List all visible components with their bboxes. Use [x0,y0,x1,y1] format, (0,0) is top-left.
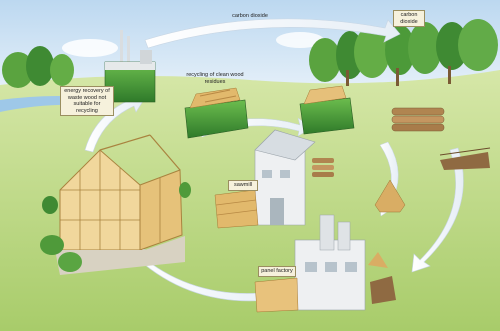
label-recycling: recycling of clean wood residues [186,72,244,85]
label-carbon-dioxide-right: carbon dioxide [393,10,425,27]
cloud [276,32,324,48]
timber-stack [214,189,259,229]
recycling-container [184,87,249,139]
label-carbon-dioxide-top: carbon dioxide [232,13,268,19]
panel-factory-building [294,214,366,311]
panel-stack [254,277,299,313]
brushwood-pile [439,147,491,170]
wood-pile-factory [368,252,396,304]
forest-left [2,46,74,88]
bushes [40,182,191,272]
wood-bundle [374,179,406,213]
cloud [62,39,118,57]
timber-frame-house [55,134,185,275]
label-sawmill: sawmill [228,180,258,191]
label-energy-recovery: energy recovery of waste wood not suitab… [60,86,114,116]
log-pile [391,107,445,132]
label-panel-factory: panel factory [258,266,296,277]
cycle-arrow-top [144,18,401,49]
wood-chip-container [299,85,355,135]
log-stack-sawmill [312,158,334,177]
sawmill-building [254,129,316,226]
